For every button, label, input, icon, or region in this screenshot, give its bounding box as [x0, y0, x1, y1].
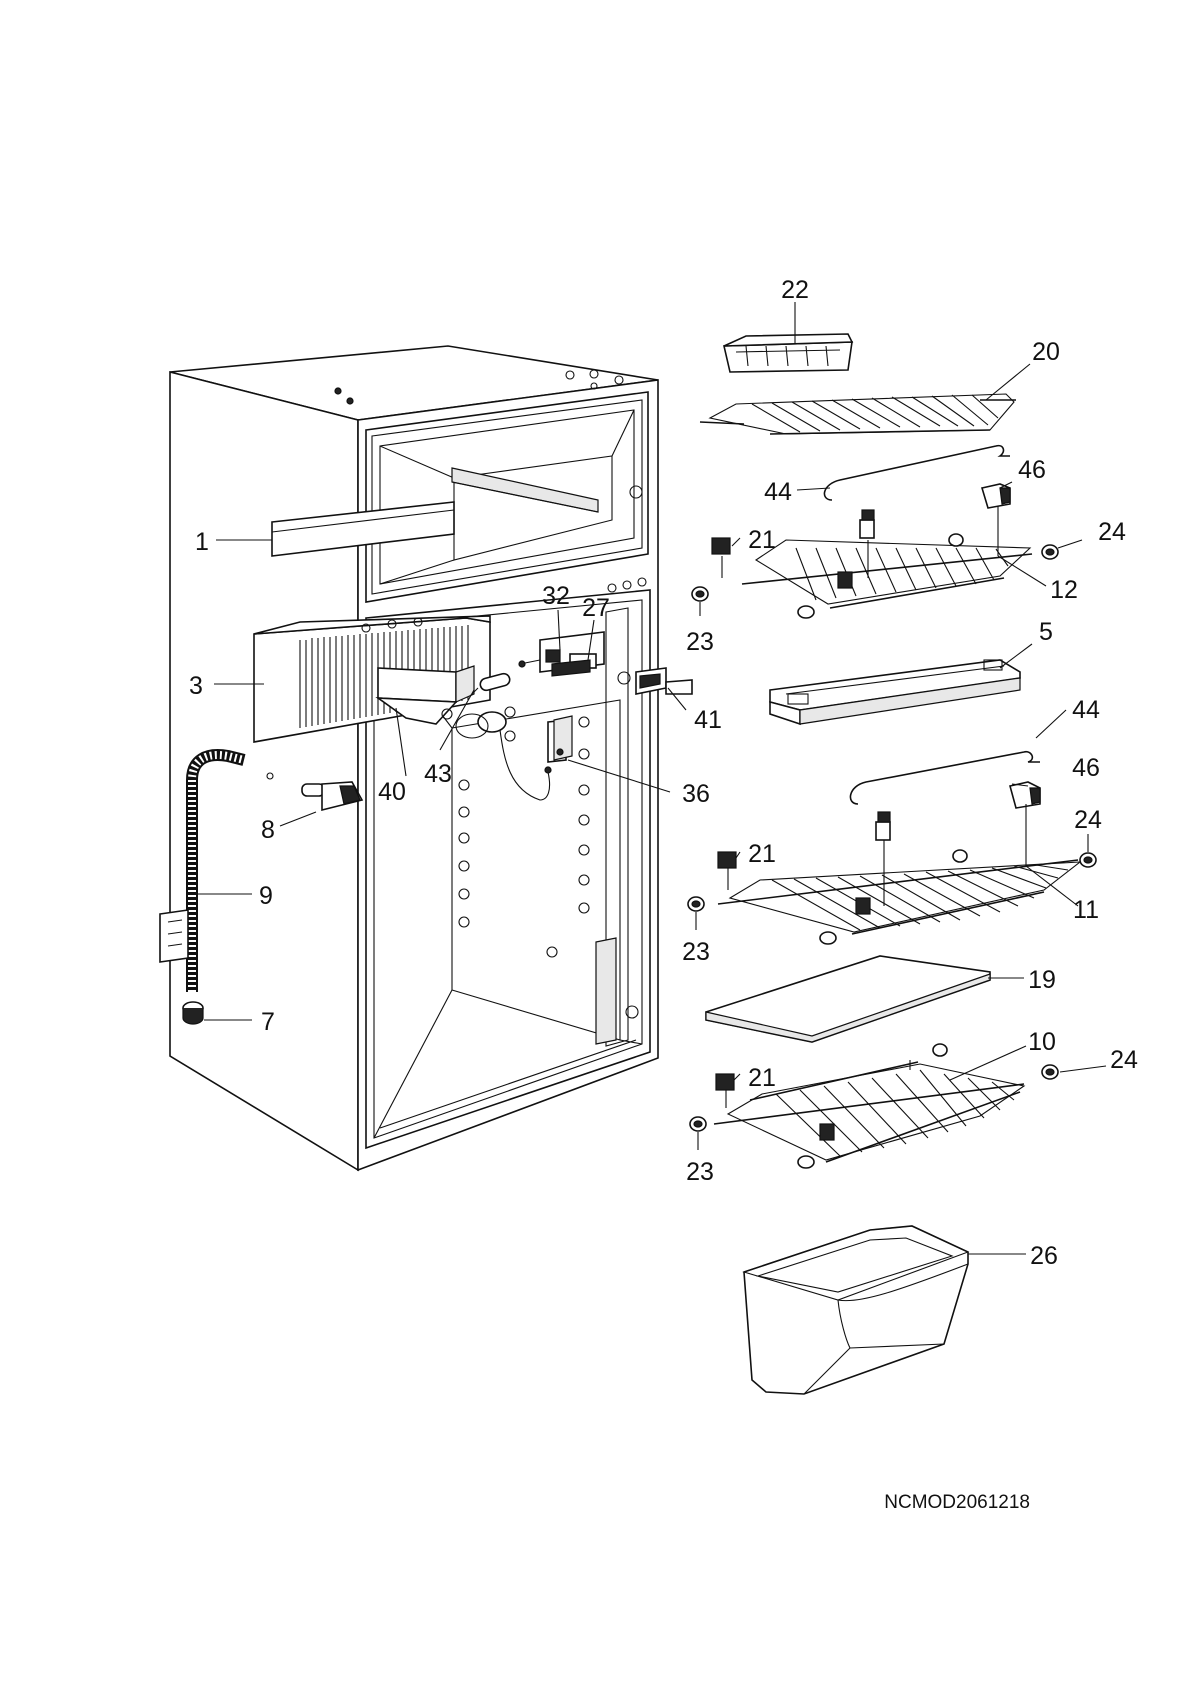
part-40-light-cover [375, 665, 475, 725]
label-part-20: 20 [1032, 338, 1060, 366]
part-23-stop-lower [689, 1043, 948, 1169]
part-11-shelf [717, 804, 1082, 935]
part-21-clip-upper [711, 537, 731, 578]
label-part-41: 41 [694, 706, 722, 734]
label-part-24-lower: 24 [1110, 1046, 1138, 1074]
part-9-hinge-tube [159, 749, 274, 992]
label-part-32: 32 [542, 582, 570, 610]
part-23-stop-upper [691, 586, 709, 602]
part-5-shelf-frame [769, 659, 1021, 726]
part-23-stop-middle [687, 849, 968, 945]
label-part-7: 7 [261, 1008, 275, 1036]
cabinet [169, 345, 659, 1172]
part-32-27-switch-assembly [518, 631, 605, 677]
thermostat-capillary [441, 708, 552, 801]
label-part-24-middle: 24 [1074, 806, 1102, 834]
part-44-rod-lower [849, 750, 1040, 805]
label-part-27: 27 [582, 594, 610, 622]
label-part-21-middle: 21 [748, 840, 776, 868]
part-21-clip-lower [715, 1073, 735, 1108]
part-12-shelf [741, 506, 1033, 609]
label-part-9: 9 [259, 882, 273, 910]
label-part-21-lower: 21 [748, 1064, 776, 1092]
part-43-bulb [469, 672, 511, 697]
part-24-stop-upper [797, 533, 1059, 619]
part-8-hinge-bracket [301, 781, 364, 812]
label-part-23-lower: 23 [686, 1158, 714, 1186]
part-24-stop-middle [1079, 834, 1097, 868]
label-part-46-upper: 46 [1018, 456, 1046, 484]
part-10-bottom-shelf [713, 1060, 1026, 1163]
part-26-crisper-drawer [742, 1225, 970, 1395]
label-part-12: 12 [1050, 576, 1078, 604]
label-part-36: 36 [682, 780, 710, 808]
diagram-code: NCMOD2061218 [884, 1492, 1030, 1513]
part-1-handle-strip [271, 501, 455, 557]
label-part-22: 22 [781, 276, 809, 304]
label-part-8: 8 [261, 816, 275, 844]
part-46-bracket-upper [980, 483, 1011, 509]
part-36-clip [547, 715, 573, 763]
label-part-40: 40 [378, 778, 406, 806]
part-7-foot [182, 1001, 204, 1025]
part-20-freezer-shelf [699, 393, 1016, 435]
label-part-23-upper: 23 [686, 628, 714, 656]
label-part-43: 43 [424, 760, 452, 788]
label-part-24-upper: 24 [1098, 518, 1126, 546]
label-part-3: 3 [189, 672, 203, 700]
part-24-stop-lower [1041, 1064, 1059, 1080]
label-part-19: 19 [1028, 966, 1056, 994]
part-21-clip-middle [717, 851, 737, 890]
label-part-23-middle: 23 [682, 938, 710, 966]
leader-lines [196, 302, 1107, 1255]
part-46-bracket-lower [1009, 781, 1041, 809]
label-part-1: 1 [195, 528, 209, 556]
part-22-ice-tray [723, 333, 854, 373]
label-part-26: 26 [1030, 1242, 1058, 1270]
label-part-46-lower: 46 [1072, 754, 1100, 782]
label-part-21-upper: 21 [748, 526, 776, 554]
label-part-44-lower: 44 [1072, 696, 1100, 724]
label-part-10: 10 [1028, 1028, 1056, 1056]
part-41-lamp-holder [617, 667, 693, 695]
label-part-44-upper: 44 [764, 478, 792, 506]
part-44-rod-upper [823, 444, 1010, 501]
part-19-glass-plate [705, 955, 991, 1043]
part-labels: 22 20 44 46 21 24 12 23 5 44 46 21 24 11… [189, 276, 1138, 1270]
label-part-11: 11 [1073, 896, 1099, 924]
shelf-supports [458, 706, 590, 958]
label-part-5: 5 [1039, 618, 1053, 646]
